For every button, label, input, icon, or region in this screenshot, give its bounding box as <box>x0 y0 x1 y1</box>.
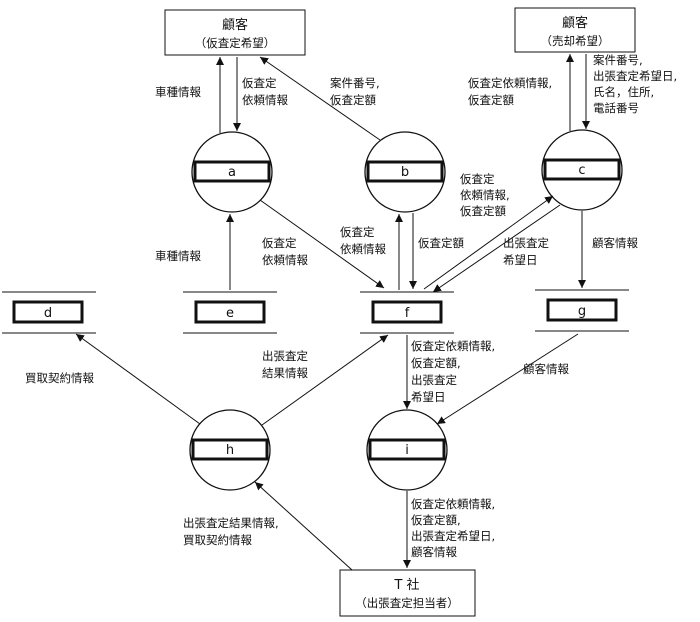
arrow-h-to-f <box>261 334 389 426</box>
flow-label-t-to-h: 出張査定結果情報,買取契約情報 <box>183 516 279 547</box>
flow-label-f-to-i: 仮査定依頼情報,仮査定額,出張査定希望日 <box>411 339 495 404</box>
store-label: d <box>44 306 52 321</box>
entity-subtitle: （出張査定担当者） <box>355 596 459 610</box>
flow-label-i-to-t: 仮査定依頼情報,仮査定額,出張査定希望日,顧客情報 <box>411 497 495 559</box>
flow-labels: 車種情報 仮査定依頼情報 案件番号,仮査定額 仮査定依頼情報,仮査定額 案件番号… <box>25 53 677 559</box>
process-h: h <box>189 409 271 491</box>
flow-label-request-amount: 仮査定依頼情報,仮査定額 <box>468 76 552 107</box>
process-label: a <box>228 165 236 180</box>
arrow-t-to-h <box>254 481 353 571</box>
flow-label-f-to-c: 仮査定依頼情報,仮査定額 <box>460 172 510 218</box>
arrow-b-to-customer <box>259 56 381 141</box>
flow-label-e-to-a: 車種情報 <box>155 249 201 263</box>
flow-label-a-to-f: 仮査定依頼情報 <box>262 236 308 267</box>
arrow-c-to-f <box>432 204 561 293</box>
store-f: f <box>360 291 454 334</box>
process-label: c <box>578 163 585 178</box>
flow-label-car-info: 車種情報 <box>155 85 201 99</box>
entity-customer-appraisal: 顧客 （仮査定希望） <box>164 9 306 56</box>
process-a: a <box>191 131 273 213</box>
flow-label-c-to-f: 出張査定希望日 <box>503 236 549 267</box>
entity-customer-sale: 顧客 （売却希望） <box>514 7 636 53</box>
flow-label-b-to-f: 仮査定依頼情報 <box>340 225 386 256</box>
process-label: h <box>226 443 234 458</box>
flow-label-customer-details: 案件番号,出張査定希望日,氏名，住所,電話番号 <box>593 53 677 115</box>
flow-label-case-no: 案件番号,仮査定額 <box>330 76 380 107</box>
store-d: d <box>2 291 96 334</box>
entity-title: 顧客 <box>222 17 248 33</box>
process-b: b <box>364 131 446 213</box>
store-label: f <box>405 306 410 321</box>
arrow-a-to-f <box>259 199 385 289</box>
process-c: c <box>541 129 623 211</box>
arrow-h-to-d <box>75 333 201 425</box>
entity-company-t: T 社 （出張査定担当者） <box>339 569 476 617</box>
flow-label-f-to-b: 仮査定額 <box>418 236 464 250</box>
arrows <box>75 54 590 571</box>
entity-title: 顧客 <box>562 15 588 31</box>
entity-subtitle: （売却希望） <box>541 34 610 48</box>
flow-label-request-info: 仮査定依頼情報 <box>242 76 288 107</box>
flow-label-h-to-f: 出張査定結果情報 <box>262 349 308 380</box>
flow-label-c-to-g: 顧客情報 <box>592 236 638 250</box>
entity-subtitle: （仮査定希望） <box>195 36 276 50</box>
arrow-g-to-i <box>436 333 579 425</box>
process-label: i <box>405 443 409 458</box>
process-i: i <box>366 409 448 491</box>
store-label: e <box>226 306 234 321</box>
flow-label-h-to-d: 買取契約情報 <box>25 371 94 385</box>
store-label: g <box>578 304 586 319</box>
flow-label-g-to-i: 顧客情報 <box>523 362 569 376</box>
store-g: g <box>535 289 629 332</box>
arrow-f-to-c <box>423 195 554 290</box>
store-e: e <box>183 291 277 334</box>
entity-title: T 社 <box>393 577 419 593</box>
process-label: b <box>401 165 409 180</box>
